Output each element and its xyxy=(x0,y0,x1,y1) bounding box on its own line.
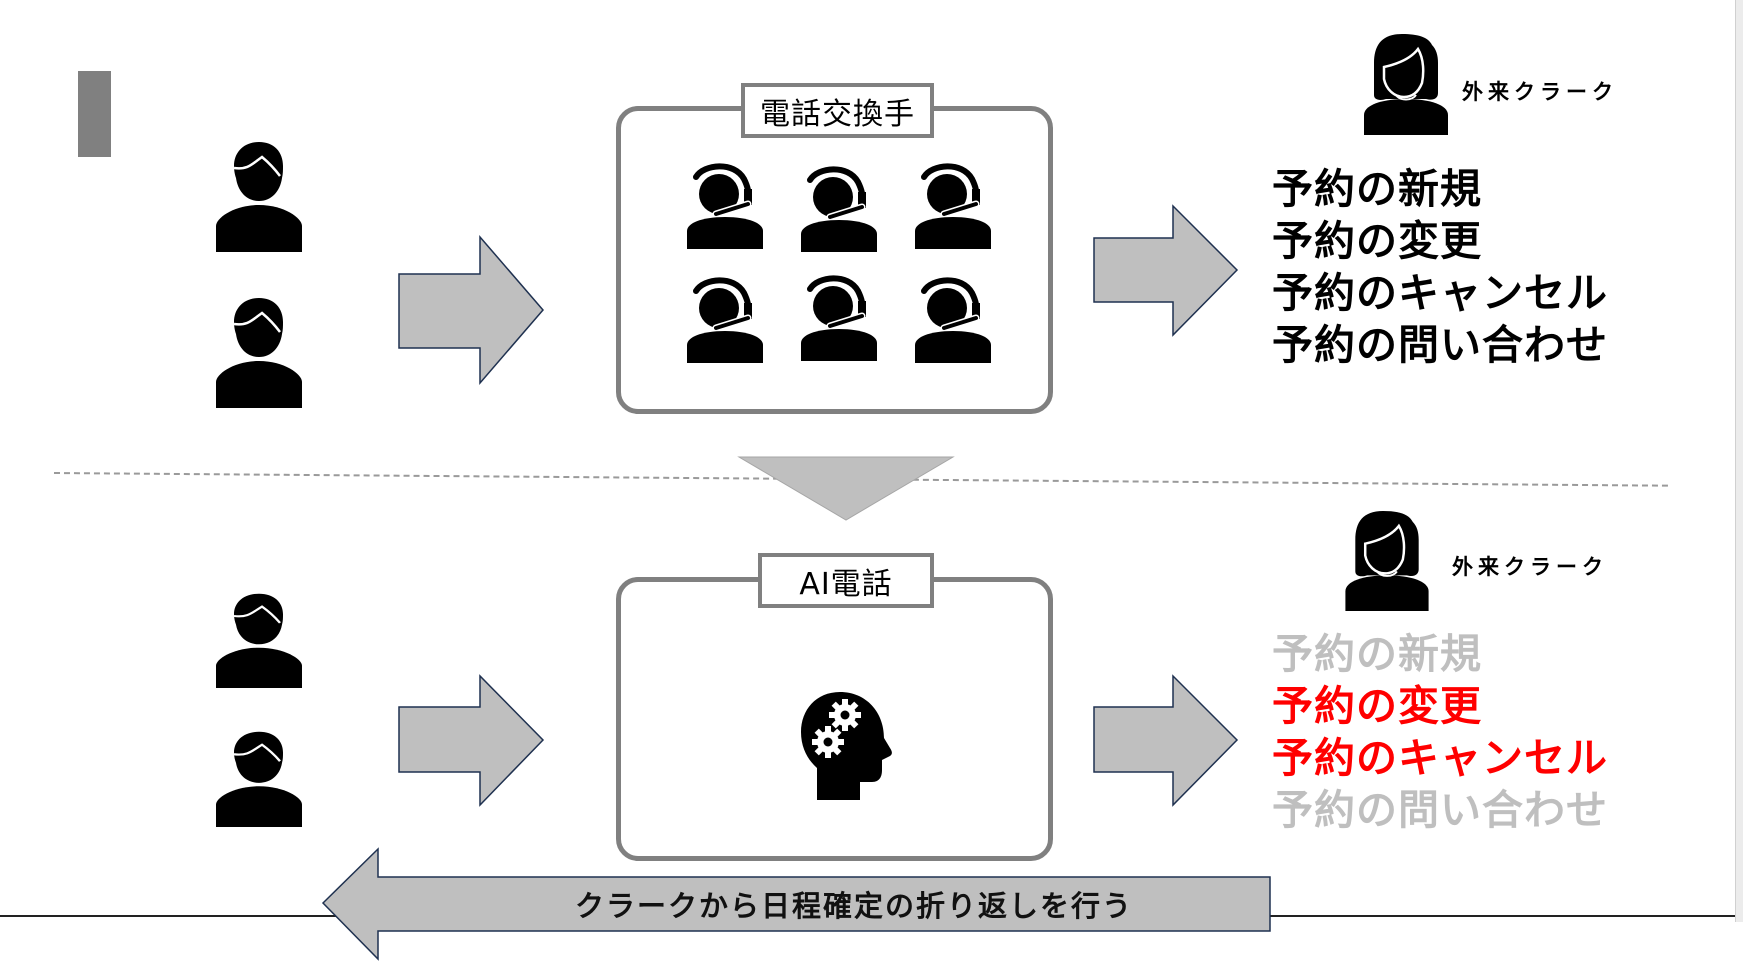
flow-arrow-right xyxy=(398,234,544,386)
operator-panel xyxy=(616,106,1053,414)
task-item: 予約の新規 xyxy=(1272,165,1482,213)
operator-panel-label: 電話交換手 xyxy=(741,83,934,138)
task-item: 予約のキャンセル xyxy=(1272,269,1608,317)
task-item: 予約の問い合わせ xyxy=(1272,321,1608,369)
transition-down-arrow xyxy=(737,456,955,521)
flow-arrow-right xyxy=(1093,674,1239,807)
headset-operator-icon xyxy=(686,159,764,249)
return-arrow-label: クラークから日程確定の折り返しを行う xyxy=(574,889,1133,923)
clerk-task-list-after: 予約の新規 予約の変更 予約のキャンセル 予約の問い合わせ xyxy=(1272,628,1608,836)
caller-person-icon xyxy=(214,730,304,827)
headset-operator-icon xyxy=(914,159,992,249)
slide-marker-bar xyxy=(78,71,111,157)
return-arrow-left xyxy=(321,847,1271,961)
headset-operator-icon xyxy=(800,162,878,252)
caller-person-icon xyxy=(214,592,304,688)
ai-phone-panel-label: AI電話 xyxy=(758,553,934,608)
clerk-label: 外来クラーク xyxy=(1462,80,1618,104)
headset-operator-icon xyxy=(914,273,992,363)
clerk-label: 外来クラーク xyxy=(1452,555,1608,579)
caller-person-icon xyxy=(214,140,304,252)
headset-operator-icon xyxy=(800,271,878,361)
task-item-dimmed: 予約の問い合わせ xyxy=(1272,786,1608,834)
scrollbar-track[interactable] xyxy=(1735,0,1743,922)
headset-operator-icon xyxy=(686,273,764,363)
ai-brain-gears-icon xyxy=(801,692,892,800)
clerk-task-list-before: 予約の新規 予約の変更 予約のキャンセル 予約の問い合わせ xyxy=(1272,163,1608,371)
task-item-highlighted: 予約の変更 xyxy=(1272,682,1482,730)
task-item-highlighted: 予約のキャンセル xyxy=(1272,734,1608,782)
caller-person-icon xyxy=(214,296,304,408)
clerk-woman-icon xyxy=(1342,510,1432,611)
flow-arrow-right xyxy=(1093,204,1239,337)
flow-arrow-right xyxy=(398,674,545,807)
task-item-dimmed: 予約の新規 xyxy=(1272,630,1482,678)
clerk-woman-icon xyxy=(1362,33,1450,135)
task-item: 予約の変更 xyxy=(1272,217,1482,265)
